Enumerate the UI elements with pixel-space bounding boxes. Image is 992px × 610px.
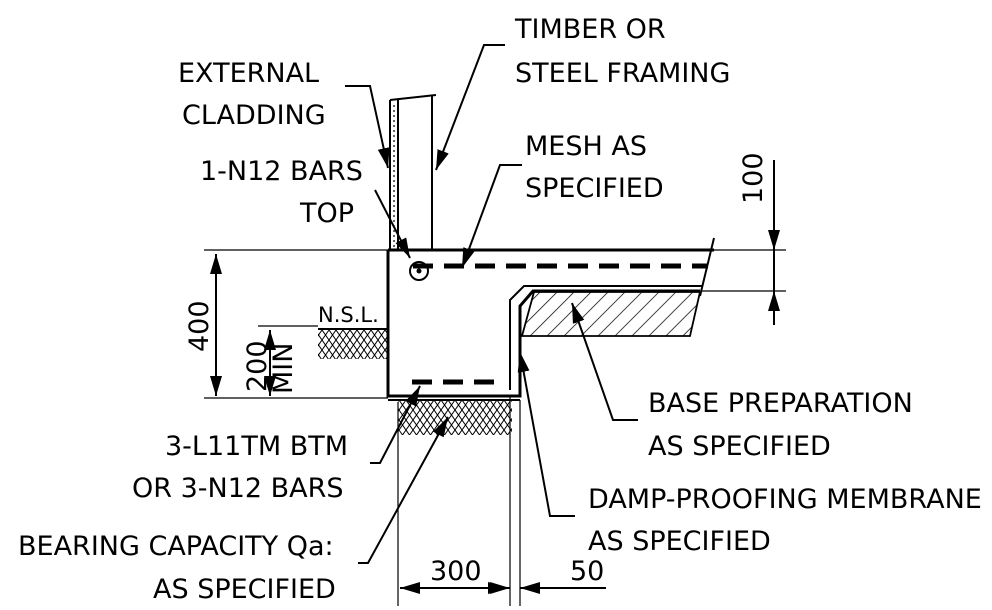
label-nsl: N.S.L. [318, 303, 379, 327]
dim-slab-thickness: 100 [738, 152, 769, 204]
dim-footing-depth: 400 [184, 300, 215, 352]
natural-ground-hatch [318, 329, 388, 359]
label-top: TOP [299, 198, 354, 229]
label-timber: TIMBER OR [514, 14, 666, 45]
label-top-bars: 1-N12 BARS [200, 156, 363, 187]
label-dpm: DAMP-PROOFING MEMBRANE [588, 484, 982, 515]
label-mesh: MESH AS [525, 131, 647, 162]
label-btm-alt: OR 3-N12 BARS [132, 473, 344, 504]
footing-ground-hatch [398, 401, 512, 435]
dimension-lines [204, 160, 786, 606]
dim-embedment-min: MIN [268, 343, 299, 394]
dim-embedment: 200 [242, 340, 273, 392]
annotations: TIMBER OR STEEL FRAMING EXTERNAL CLADDIN… [18, 14, 982, 605]
label-steel-framing: STEEL FRAMING [515, 58, 730, 89]
leaders [345, 44, 638, 564]
label-mesh-specified: SPECIFIED [525, 173, 664, 204]
slab-edge-beam [386, 237, 715, 398]
label-dpm-specified: AS SPECIFIED [588, 526, 771, 557]
base-preparation-hatch [520, 291, 702, 337]
label-external: EXTERNAL [178, 58, 319, 89]
top-bar-symbol [409, 261, 429, 281]
dim-rebate: 50 [570, 556, 604, 587]
label-bearing: BEARING CAPACITY Qa: [18, 531, 334, 562]
label-btm-bars: 3-L11TM BTM [165, 431, 348, 462]
label-cladding: CLADDING [182, 100, 326, 131]
label-base-preparation: BASE PREPARATION [648, 388, 913, 419]
label-base-specified: AS SPECIFIED [648, 431, 831, 462]
wall-framing [389, 94, 437, 250]
label-bearing-specified: AS SPECIFIED [153, 574, 336, 605]
dim-footing-width: 300 [430, 556, 482, 587]
